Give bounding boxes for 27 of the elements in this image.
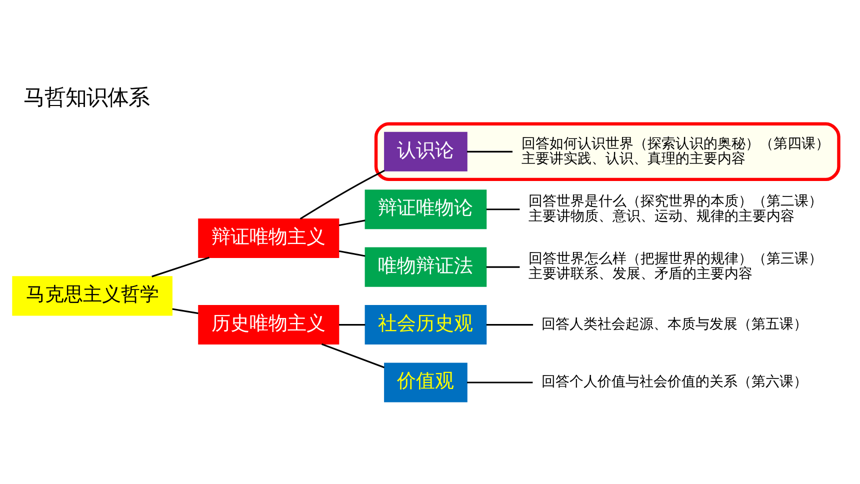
node-text: 回答世界是什么（探究世界的本质）（第二课） 主要讲物质、意识、运动、规律的主要内容 — [528, 193, 822, 224]
node-box: 唯物辩证法 — [364, 246, 487, 286]
node-box: 社会历史观 — [364, 304, 487, 344]
node-text: 回答个人价值与社会价值的关系（第六课） — [542, 374, 808, 390]
cluster — [374, 122, 840, 181]
diagram-title: 马哲知识体系 — [23, 85, 150, 110]
node-box: 辩证唯物论 — [364, 189, 487, 229]
node-box: 辩证唯物主义 — [198, 218, 340, 258]
node-text: 回答如何认识世界（探索认识的奥秘）（第四课） 主要讲实践、认识、真理的主要内容 — [521, 135, 830, 166]
node-box: 认识论 — [384, 131, 468, 171]
connector — [338, 219, 366, 226]
connector — [486, 266, 520, 268]
node-text: 回答人类社会起源、本质与发展（第五课） — [542, 316, 808, 332]
node-box: 价值观 — [384, 362, 468, 402]
connector — [338, 250, 366, 256]
connector — [467, 381, 533, 383]
connector — [321, 342, 385, 368]
connector — [339, 323, 366, 326]
connector — [467, 150, 512, 152]
connector — [152, 256, 210, 277]
connector — [486, 208, 520, 210]
connector — [300, 169, 385, 219]
node-text: 回答世界怎么样（把握世界的规律）（第三课） 主要讲联系、发展、矛盾的主要内容 — [528, 250, 822, 282]
node-box: 历史唯物主义 — [198, 304, 340, 344]
connector — [172, 308, 198, 314]
connector — [486, 323, 534, 326]
node-box: 马克思主义哲学 — [12, 276, 172, 316]
